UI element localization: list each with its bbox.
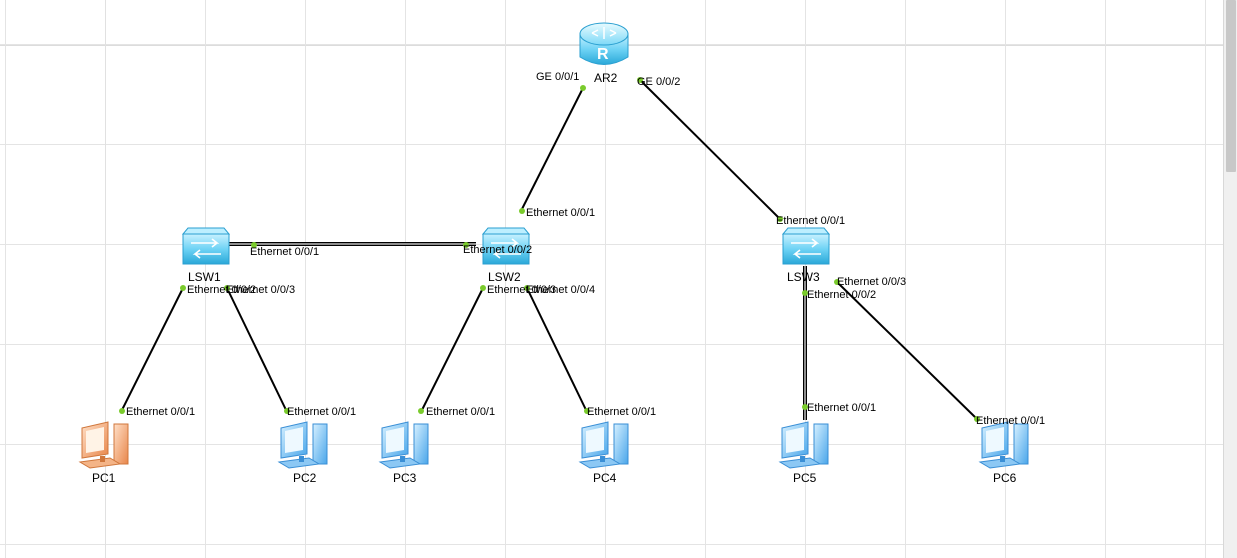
- vertical-scrollbar[interactable]: [1223, 0, 1237, 558]
- port-dot: [802, 290, 808, 296]
- port-label: Ethernet 0/0/1: [250, 246, 319, 258]
- port-label: Ethernet 0/0/1: [807, 402, 876, 414]
- link-lsw1-pc1[interactable]: [120, 287, 184, 413]
- link-lsw1-pc2[interactable]: [226, 287, 288, 413]
- port-label: Ethernet 0/0/1: [526, 207, 595, 219]
- port-dots: [119, 77, 980, 422]
- port-dot: [480, 285, 486, 291]
- port-label: Ethernet 0/0/4: [526, 284, 595, 296]
- pc-icon: [778, 421, 829, 469]
- port-dot: [119, 408, 125, 414]
- pc-label: PC5: [793, 471, 817, 485]
- link-lsw3-pc6[interactable]: [836, 281, 978, 420]
- pc-pc6[interactable]: PC6: [978, 421, 1029, 485]
- router-ar2[interactable]: R AR2: [579, 22, 629, 85]
- port-label: Ethernet 0/0/1: [287, 406, 356, 418]
- pc-icon: [378, 421, 429, 469]
- pc-icon: [78, 421, 129, 469]
- port-labels: GE 0/0/1 GE 0/0/2 Ethernet 0/0/1 Etherne…: [126, 71, 1045, 427]
- link-ar2-lsw2[interactable]: [520, 87, 584, 212]
- switch-icon: [781, 227, 831, 265]
- scrollbar-thumb[interactable]: [1226, 0, 1236, 172]
- switch-icon: [481, 227, 531, 265]
- switch-lsw1[interactable]: LSW1: [181, 227, 231, 284]
- port-label: Ethernet 0/0/2: [807, 289, 876, 301]
- port-dot: [224, 285, 230, 291]
- port-dot: [802, 404, 808, 410]
- port-label: GE 0/0/2: [637, 76, 680, 88]
- port-dot: [637, 77, 643, 83]
- link-lsw2-pc3[interactable]: [420, 287, 484, 413]
- switch-icon: [181, 227, 231, 265]
- router-icon: R: [579, 22, 629, 65]
- svg-text:R: R: [597, 46, 609, 63]
- pc-pc1[interactable]: PC1: [78, 421, 129, 485]
- pc-icon: [578, 421, 629, 469]
- port-label: Ethernet 0/0/3: [226, 284, 295, 296]
- switch-label: LSW1: [188, 270, 221, 284]
- port-label: Ethernet 0/0/2: [187, 284, 256, 296]
- port-dot: [974, 416, 980, 422]
- port-label: Ethernet 0/0/1: [426, 406, 495, 418]
- pc-pc4[interactable]: PC4: [578, 421, 629, 485]
- port-label: Ethernet 0/0/1: [587, 406, 656, 418]
- port-dot: [834, 279, 840, 285]
- port-dot: [519, 208, 525, 214]
- pc-pc2[interactable]: PC2: [277, 421, 328, 485]
- port-dot: [251, 242, 257, 248]
- port-label: Ethernet 0/0/1: [126, 406, 195, 418]
- port-dot: [418, 408, 424, 414]
- port-dot: [777, 216, 783, 222]
- switch-label: LSW2: [488, 270, 521, 284]
- pc-icon: [978, 421, 1029, 469]
- port-dot: [284, 408, 290, 414]
- switch-lsw2[interactable]: LSW2: [481, 227, 531, 284]
- pc-label: PC1: [92, 471, 116, 485]
- switch-lsw3[interactable]: LSW3: [781, 227, 831, 284]
- link-lsw2-pc4[interactable]: [526, 287, 588, 413]
- pc-pc5[interactable]: PC5: [778, 421, 829, 485]
- port-label: Ethernet 0/0/3: [487, 284, 556, 296]
- switch-label: LSW3: [787, 270, 820, 284]
- pc-label: PC2: [293, 471, 317, 485]
- port-dot: [463, 242, 469, 248]
- links: [120, 79, 978, 420]
- port-dot: [584, 408, 590, 414]
- port-label: Ethernet 0/0/3: [837, 276, 906, 288]
- pc-pc3[interactable]: PC3: [378, 421, 429, 485]
- pc-label: PC3: [393, 471, 417, 485]
- pc-label: PC6: [993, 471, 1017, 485]
- port-dot: [524, 285, 530, 291]
- pc-label: PC4: [593, 471, 617, 485]
- port-dot: [580, 85, 586, 91]
- port-label: Ethernet 0/0/2: [463, 244, 532, 256]
- pc-icon: [277, 421, 328, 469]
- router-label: AR2: [594, 71, 618, 85]
- port-label: Ethernet 0/0/1: [976, 415, 1045, 427]
- link-ar2-lsw3[interactable]: [639, 79, 781, 220]
- port-label: Ethernet 0/0/1: [776, 215, 845, 227]
- port-dot: [180, 285, 186, 291]
- port-label: GE 0/0/1: [536, 71, 579, 83]
